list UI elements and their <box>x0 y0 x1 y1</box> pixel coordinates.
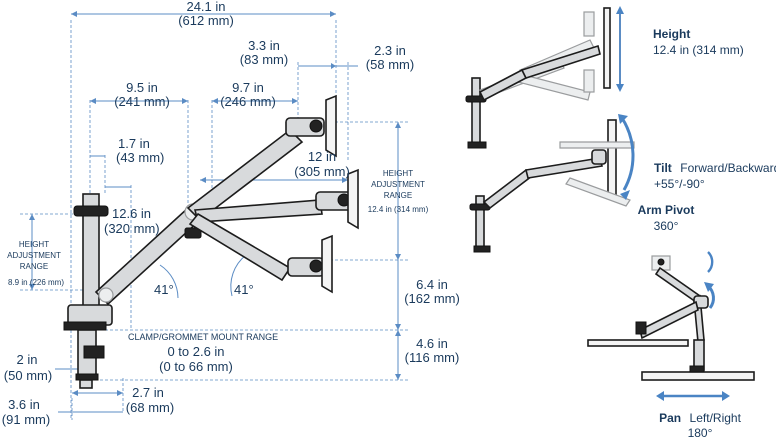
base-width-inches: 2.7 in <box>132 385 164 400</box>
clamp-range-mm: (0 to 66 mm) <box>159 359 233 374</box>
dimension-lines <box>29 11 401 413</box>
upper-height-range-value: 12.4 in (314 mm) <box>368 205 429 214</box>
mount-height-mm: (162 mm) <box>404 291 460 306</box>
lower-height-range-line3: RANGE <box>20 262 48 271</box>
lower-height-range-line2: ADJUSTMENT <box>7 251 61 260</box>
depth-a-inches: 3.3 in <box>248 38 280 53</box>
height-title: Height <box>653 27 690 41</box>
pan-title: Pan Left/Right <box>659 409 741 426</box>
pole-offset-mm: (43 mm) <box>116 150 164 165</box>
pan-value: 180° <box>688 426 713 440</box>
upper-arm-reach-mm: (246 mm) <box>220 94 276 109</box>
clamp-depth-mm: (50 mm) <box>4 368 52 383</box>
dimension-labels: 24.1 in (612 mm) 3.3 in (83 mm) 2.3 in (… <box>2 0 460 427</box>
upper-arms <box>186 117 355 282</box>
angle-left-label: 41° <box>154 282 174 297</box>
upper-height-range-line2: ADJUSTMENT <box>371 180 425 189</box>
arm-pivot-title: Arm Pivot <box>638 203 695 217</box>
base-depth-mm: (91 mm) <box>2 412 50 427</box>
lower-height-range-value: 8.9 in (226 mm) <box>8 278 64 287</box>
base-width-mm: (68 mm) <box>126 400 174 415</box>
pole-and-clamp <box>63 193 113 389</box>
mount-height-inches: 6.4 in <box>416 277 448 292</box>
overall-width-inches: 24.1 in <box>186 0 225 14</box>
tilt-title: Tilt Forward/Backward <box>654 159 776 176</box>
monitor-mounts <box>321 94 359 294</box>
lower-arm-reach-inches: 9.5 in <box>126 80 158 95</box>
base-height-mm: (116 mm) <box>405 350 460 365</box>
lower-arm-reach-mm: (241 mm) <box>114 94 170 109</box>
tilt-feature: Tilt Forward/Backward +55°/-90° <box>469 114 776 253</box>
tilt-value: +55°/-90° <box>654 177 705 191</box>
arm-pivot-value: 360° <box>654 219 679 233</box>
depth-b-mm: (58 mm) <box>366 57 414 72</box>
depth-b-inches: 2.3 in <box>374 43 406 58</box>
lower-height-range-line1: HEIGHT <box>19 240 49 249</box>
main-elevation-drawing: 24.1 in (612 mm) 3.3 in (83 mm) 2.3 in (… <box>2 0 460 427</box>
lower-arm-span-inches: 12.6 in <box>112 206 151 221</box>
height-feature: Height 12.4 in (314 mm) <box>465 6 744 149</box>
upper-height-range-line1: HEIGHT <box>383 169 413 178</box>
clamp-range-inches: 0 to 2.6 in <box>167 344 224 359</box>
base-height-inches: 4.6 in <box>416 336 448 351</box>
clamp-depth-inches: 2 in <box>17 352 38 367</box>
overall-width-mm: (612 mm) <box>178 13 234 28</box>
clamp-mount-range-label: CLAMP/GROMMET MOUNT RANGE <box>128 332 278 342</box>
height-value: 12.4 in (314 mm) <box>653 43 744 57</box>
upper-arm-reach-inches: 9.7 in <box>232 80 264 95</box>
angle-arc-right <box>230 254 247 297</box>
base-depth-inches: 3.6 in <box>8 397 40 412</box>
upper-height-range-line3: RANGE <box>384 191 412 200</box>
arm-pivot-pan-feature: Arm Pivot 360° Pan Left/Right 180° <box>587 203 755 440</box>
angle-right-label: 41° <box>234 282 254 297</box>
upper-arm-span-mm: (305 mm) <box>294 164 350 179</box>
upper-arm-span-inches: 12 in <box>308 149 336 164</box>
pole-offset-inches: 1.7 in <box>118 136 150 151</box>
angle-arc-left <box>159 264 179 299</box>
depth-a-mm: (83 mm) <box>240 52 288 67</box>
lower-arm-span-mm: (320 mm) <box>104 221 160 236</box>
